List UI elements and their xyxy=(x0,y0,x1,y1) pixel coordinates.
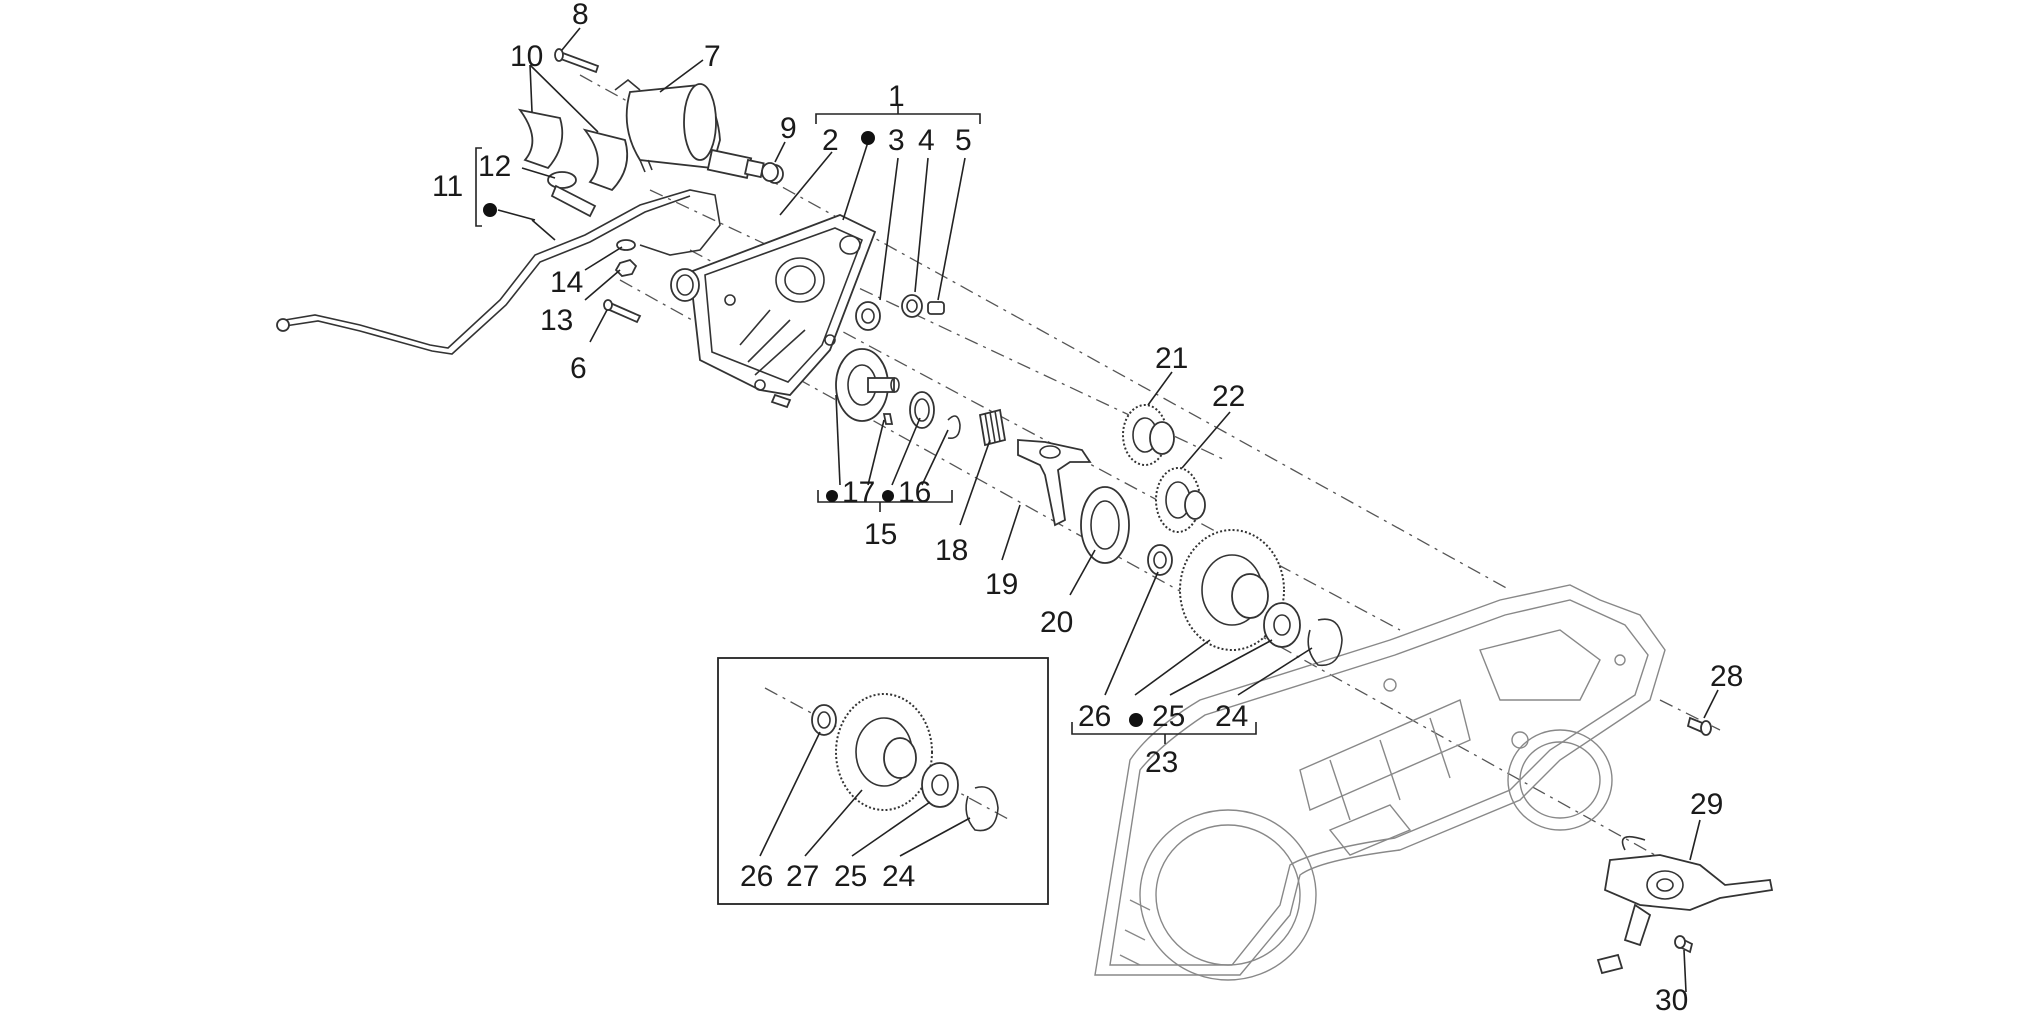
pads-part-10 xyxy=(517,108,629,192)
callout-12: 12 xyxy=(478,150,511,183)
circlip-part-24 xyxy=(1307,618,1343,667)
callout-22: 22 xyxy=(1212,380,1245,413)
bushing-part-9 xyxy=(761,162,784,184)
callout-6: 6 xyxy=(570,352,587,385)
stud-part-6 xyxy=(603,299,642,324)
cable-cap-part-12 xyxy=(547,171,597,218)
callout-9: 9 xyxy=(780,112,797,145)
callout-1: 1 xyxy=(888,80,905,113)
inset-callout-24: 24 xyxy=(882,860,915,893)
callout-11: 11 xyxy=(432,170,463,203)
bolt-part-30 xyxy=(1674,935,1694,954)
callout-18: 18 xyxy=(935,534,968,567)
starter-motor-part-7 xyxy=(609,78,765,179)
spring-part-18 xyxy=(978,408,1007,447)
washer-part-16 xyxy=(909,391,935,429)
callout-20: 20 xyxy=(1040,606,1073,639)
bullet-dots xyxy=(483,131,1143,727)
callout-3: 3 xyxy=(888,124,905,157)
fork-part-19 xyxy=(1017,439,1092,527)
callout-28: 28 xyxy=(1710,660,1743,693)
bolt-part-28 xyxy=(1686,716,1712,736)
callout-4: 4 xyxy=(918,124,935,157)
seal-part-26 xyxy=(1147,544,1173,576)
callout-8: 8 xyxy=(572,0,589,31)
callout-7: 7 xyxy=(704,40,721,73)
cover-part-2 xyxy=(670,214,877,409)
callout-19: 19 xyxy=(985,568,1018,601)
callout-5: 5 xyxy=(955,124,972,157)
callout-15: 15 xyxy=(864,518,897,551)
callout-21: 21 xyxy=(1155,342,1188,375)
callout-26: 26 xyxy=(1078,700,1111,733)
leader-lines xyxy=(475,27,1719,993)
callout-24: 24 xyxy=(1215,700,1248,733)
key-part-17 xyxy=(882,413,894,425)
inset-callout-27: 27 xyxy=(786,860,819,893)
callout-16: 16 xyxy=(898,476,931,509)
callout-29: 29 xyxy=(1690,788,1723,821)
inset-callout-26: 26 xyxy=(740,860,773,893)
bearing-part-4 xyxy=(901,294,923,318)
nut-part-13 xyxy=(614,258,638,277)
callout-30: 30 xyxy=(1655,984,1688,1012)
gear-part-21 xyxy=(1122,404,1175,466)
inset-callout-25: 25 xyxy=(834,860,867,893)
pin-part-5 xyxy=(927,301,945,315)
hub-part-15 xyxy=(835,348,900,422)
callout-13: 13 xyxy=(540,304,573,337)
callout-2: 2 xyxy=(822,124,839,157)
callout-23: 23 xyxy=(1145,746,1178,779)
inset-detail-box xyxy=(717,657,1049,905)
callout-numbers: 8 7 10 1 9 2 3 4 5 12 11 14 13 6 21 22 1… xyxy=(432,0,1743,1012)
cable-part-11 xyxy=(276,189,721,355)
driven-gear-part-23 xyxy=(1179,529,1285,651)
ring-gear-part-20 xyxy=(1080,486,1130,564)
callout-14: 14 xyxy=(550,266,583,299)
callout-10: 10 xyxy=(510,40,543,73)
gear-part-22 xyxy=(1155,467,1206,533)
bearing-part-3 xyxy=(855,301,881,331)
circlip-part xyxy=(947,415,961,440)
bearing-part-25 xyxy=(1263,602,1301,648)
callout-17: 17 xyxy=(842,476,875,509)
engine-crankcase xyxy=(1094,584,1666,981)
callout-25: 25 xyxy=(1152,700,1185,733)
bolt-part-8 xyxy=(554,48,600,74)
actuator-part-29 xyxy=(1596,835,1774,975)
